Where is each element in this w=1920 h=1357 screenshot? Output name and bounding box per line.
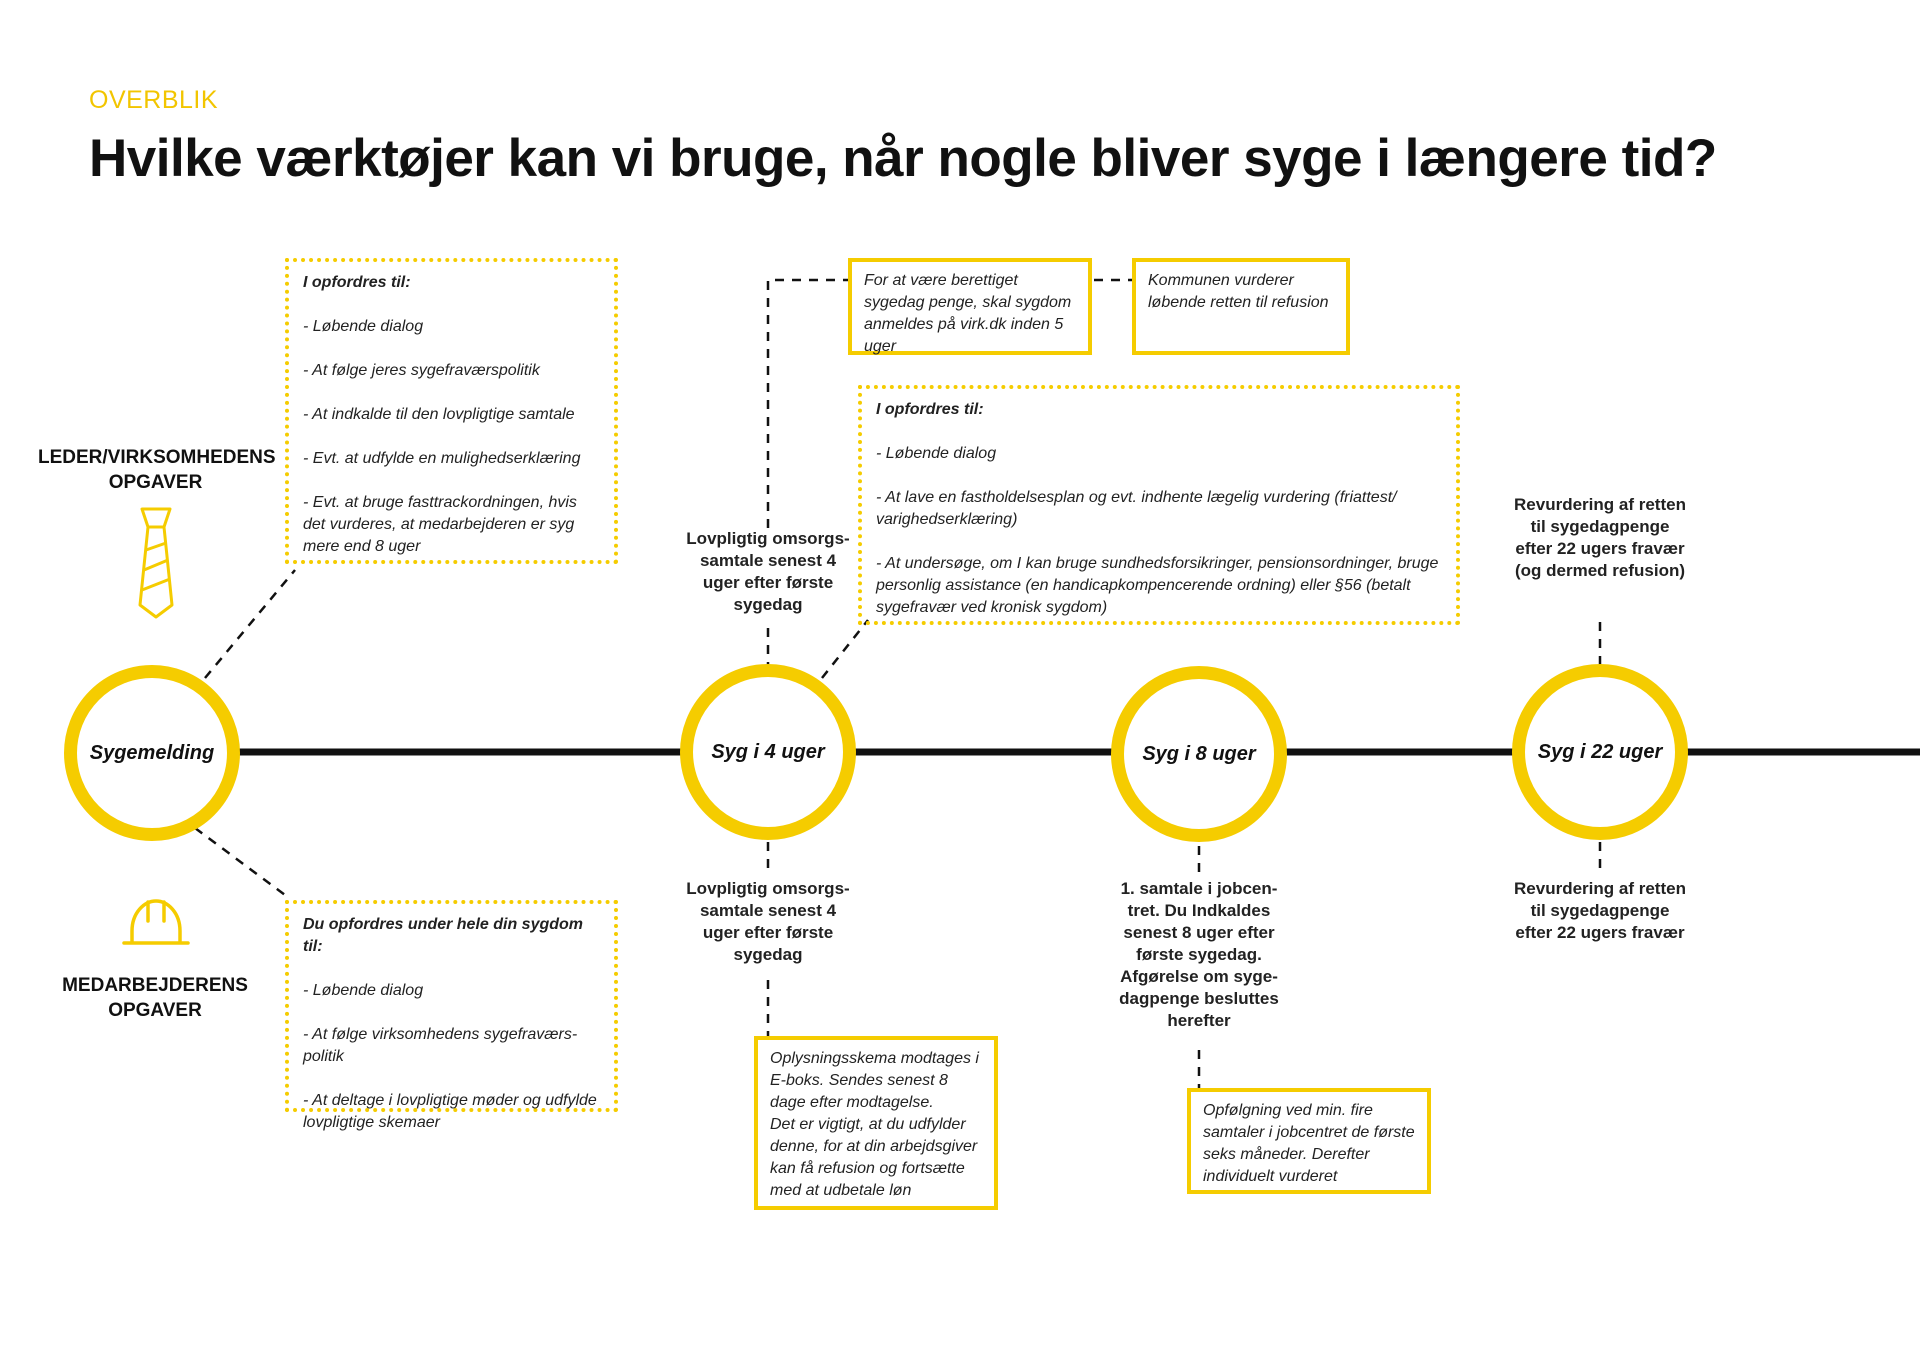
connector-4w-leader	[821, 619, 869, 679]
jobcenter-label: 1. samtale i jobcen-tret. Du Indkaldes s…	[1119, 879, 1279, 1030]
section-kicker: OVERBLIK	[89, 86, 219, 114]
virk-dk-text: For at være berettiget sygedag penge, sk…	[864, 272, 1072, 355]
node-sygemelding-label: Sygemelding	[89, 741, 215, 764]
node-syg-8-uger: Syg i 8 uger	[1111, 666, 1287, 842]
node-syg-8-uger-label: Syg i 8 uger	[1142, 742, 1256, 765]
opfolgning-text: Opfølgning ved min. fire samtaler i jobc…	[1203, 1102, 1415, 1185]
tie-icon	[138, 507, 174, 619]
node-syg-4-uger-label: Syg i 4 uger	[711, 740, 825, 763]
revurdering-label-bottom: Revurdering af retten til sygedagpenge e…	[1514, 879, 1686, 942]
kommunen-box: Kommunen vurderer løbende retten til ref…	[1132, 258, 1350, 355]
connector-sygemelding-employee	[194, 826, 286, 897]
samtale-label-bottom: Lovpligtig omsorgs-samtale senest 4 uger…	[686, 879, 850, 964]
employee-tasks-box: Du opfordres under hele din sygdom til: …	[285, 900, 618, 1131]
hard-hat-icon	[122, 899, 190, 945]
leader-tasks-4w-box: I opfordres til: - Løbende dialog - At l…	[858, 385, 1460, 625]
leader-tasks-heading: I opfordres til:	[303, 274, 411, 291]
leader-task-item: - Løbende dialog	[303, 318, 424, 335]
leader-task-4w-item: - At undersøge, om I kan bruge sundhedsf…	[876, 555, 1439, 616]
leader-task-item: - At følge jeres sygefraværspolitik	[303, 362, 540, 379]
oplysningsskema-box: Oplysningsskema modtages i E-boks. Sende…	[754, 1036, 998, 1210]
node-sygemelding: Sygemelding	[64, 665, 240, 841]
leader-tasks-box: I opfordres til: - Løbende dialog - At f…	[285, 258, 618, 564]
leader-task-item: - At indkalde til den lovpligtige samtal…	[303, 406, 575, 423]
employee-tasks-heading: Du opfordres under hele din sygdom til:	[303, 916, 584, 955]
oplysningsskema-text-2: Det er vigtigt, at du udfylder denne, fo…	[770, 1116, 978, 1199]
node-syg-22-uger: Syg i 22 uger	[1512, 664, 1688, 840]
revurdering-label-top: Revurdering af retten til sygedagpenge e…	[1514, 495, 1686, 580]
leader-role-line2: OPGAVER	[108, 472, 203, 493]
employee-role-line2: OPGAVER	[108, 1000, 202, 1021]
node-syg-4-uger: Syg i 4 uger	[680, 664, 856, 840]
connector-sygemelding-leader	[204, 569, 296, 679]
leader-role-line1: LEDER/VIRKSOMHEDENS	[38, 447, 276, 468]
virk-dk-box: For at være berettiget sygedag penge, sk…	[848, 258, 1092, 355]
page-title: Hvilke værktøjer kan vi bruge, når nogle…	[89, 129, 1717, 188]
leader-tasks-4w-heading: I opfordres til:	[876, 401, 984, 418]
leader-role-label: LEDER/VIRKSOMHEDENS OPGAVER	[38, 445, 276, 495]
leader-task-4w-item: - Løbende dialog	[876, 445, 997, 462]
employee-task-item: - Løbende dialog	[303, 982, 424, 999]
employee-task-item: - At følge virksomhedens sygefraværs-pol…	[303, 1026, 578, 1065]
connector-4w-virk	[766, 278, 848, 528]
kommunen-text: Kommunen vurderer løbende retten til ref…	[1148, 272, 1329, 311]
leader-task-4w-item: - At lave en fastholdelsesplan og evt. i…	[876, 489, 1397, 528]
opfolgning-box: Opfølgning ved min. fire samtaler i jobc…	[1187, 1088, 1431, 1194]
employee-role-label: MEDARBEJDERENS OPGAVER	[50, 973, 260, 1023]
employee-role-line1: MEDARBEJDERENS	[62, 975, 248, 996]
leader-task-item: - Evt. at bruge fasttrackordningen, hvis…	[303, 494, 577, 555]
oplysningsskema-text-1: Oplysningsskema modtages i E-boks. Sende…	[770, 1050, 979, 1111]
leader-task-item: - Evt. at udfylde en mulighedserklæring	[303, 450, 581, 467]
node-syg-22-uger-label: Syg i 22 uger	[1537, 740, 1663, 763]
samtale-label-top: Lovpligtig omsorgs-samtale senest 4 uger…	[686, 529, 850, 614]
employee-task-item: - At deltage i lovpligtige møder og udfy…	[303, 1092, 597, 1131]
